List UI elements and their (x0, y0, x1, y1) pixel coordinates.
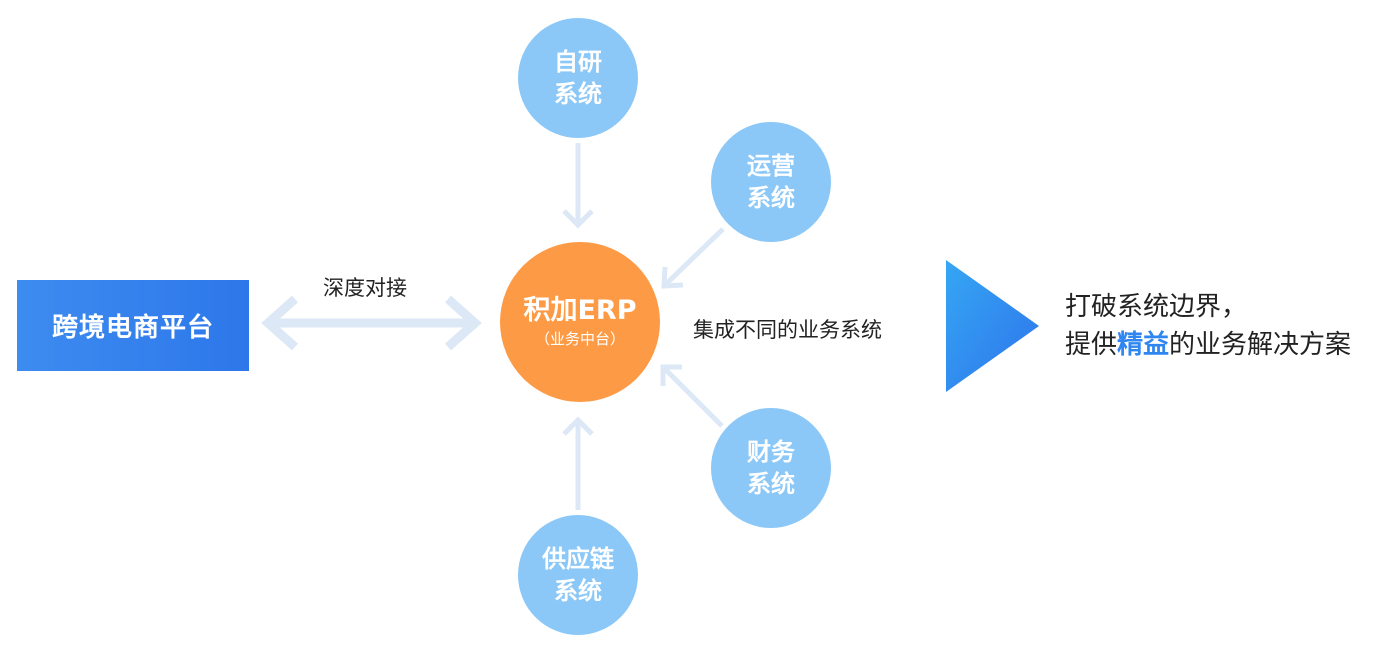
result-line2: 提供精益的业务解决方案 (1065, 326, 1351, 364)
system-finance-line2: 系统 (747, 470, 795, 498)
system-circle-ops: 运营 系统 (711, 122, 831, 242)
system-self-line1: 自研 (554, 48, 602, 76)
arrow-ops-to-erp (661, 227, 725, 289)
double-arrow (261, 295, 482, 351)
system-finance-line1: 财务 (747, 438, 795, 466)
erp-title: 积加ERP (523, 295, 637, 326)
result-line1: 打破系统边界， (1065, 292, 1248, 322)
system-supply-line2: 系统 (554, 577, 602, 605)
system-circle-self: 自研 系统 (518, 18, 638, 138)
erp-subtitle: （业务中台） (534, 330, 625, 348)
arrow-self-to-erp (562, 143, 594, 229)
platform-box: 跨境电商平台 (17, 280, 249, 371)
result-arrow-triangle (946, 260, 1039, 392)
result-line2-before: 提供 (1065, 330, 1118, 360)
erp-center-circle: 积加ERP （业务中台） (500, 242, 660, 402)
arrow-fin-to-erp (660, 364, 724, 428)
docking-label: 深度对接 (323, 276, 407, 300)
system-ops-line1: 运营 (747, 152, 795, 180)
system-circle-supply: 供应链 系统 (518, 515, 638, 635)
system-self-line2: 系统 (554, 80, 602, 108)
system-ops-line2: 系统 (747, 184, 795, 212)
platform-label: 跨境电商平台 (51, 313, 214, 343)
result-line2-after: 的业务解决方案 (1169, 330, 1352, 360)
result-text: 打破系统边界， 提供精益的业务解决方案 (1065, 288, 1351, 364)
arrow-supply-to-erp (562, 416, 594, 510)
system-supply-line1: 供应链 (542, 545, 614, 573)
integrate-label: 集成不同的业务系统 (693, 318, 882, 342)
result-line2-highlight: 精益 (1117, 330, 1170, 360)
system-circle-finance: 财务 系统 (711, 408, 831, 528)
